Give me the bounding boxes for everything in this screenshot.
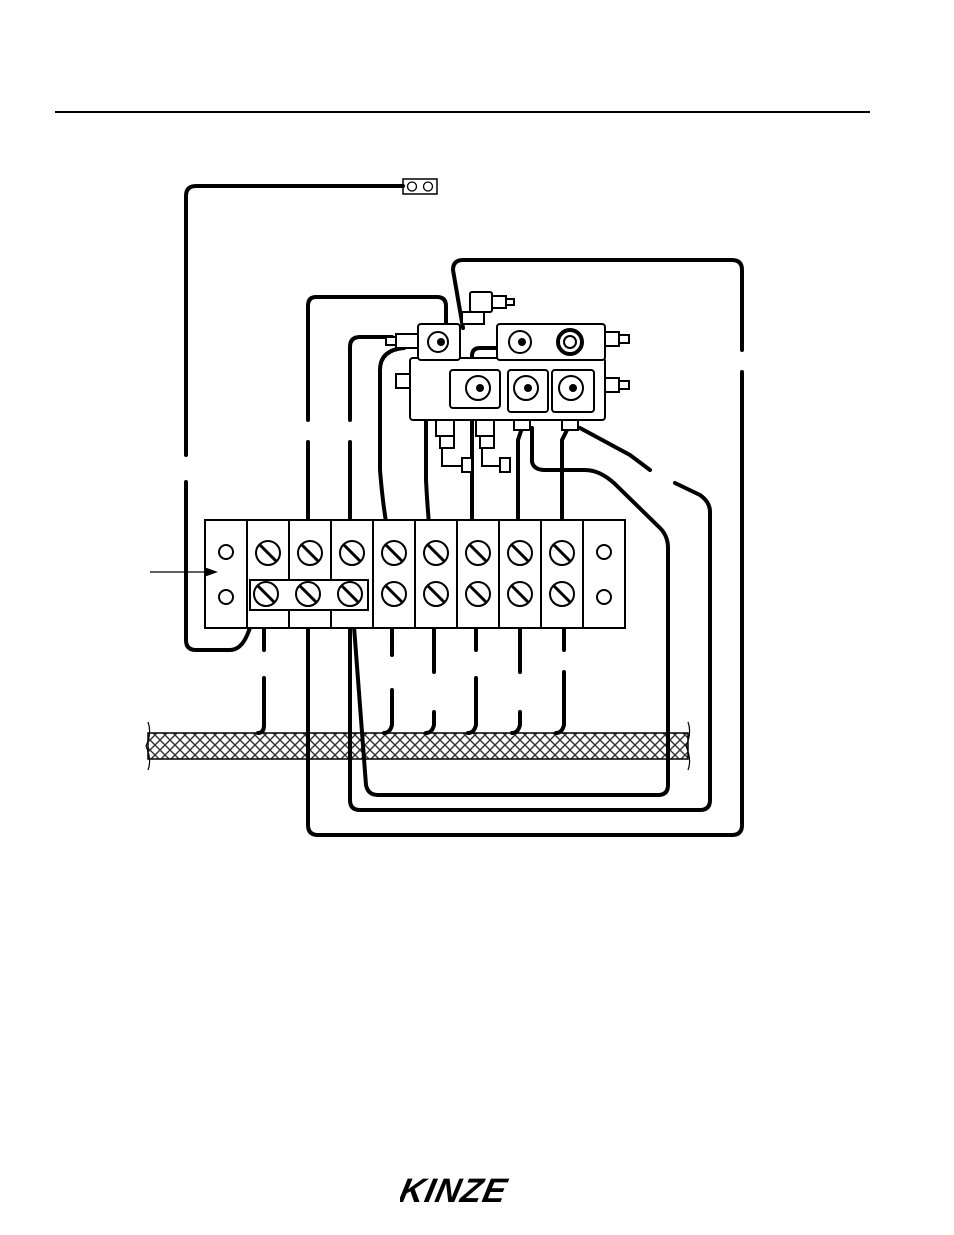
kinze-logo: KINZE: [400, 1172, 526, 1208]
two-pin-connector: [403, 179, 437, 194]
terminal-strip: [205, 520, 625, 628]
wire-harness: [146, 722, 690, 770]
hydraulic-valve-block: [386, 292, 629, 472]
logo-text: KINZE: [400, 1172, 511, 1208]
